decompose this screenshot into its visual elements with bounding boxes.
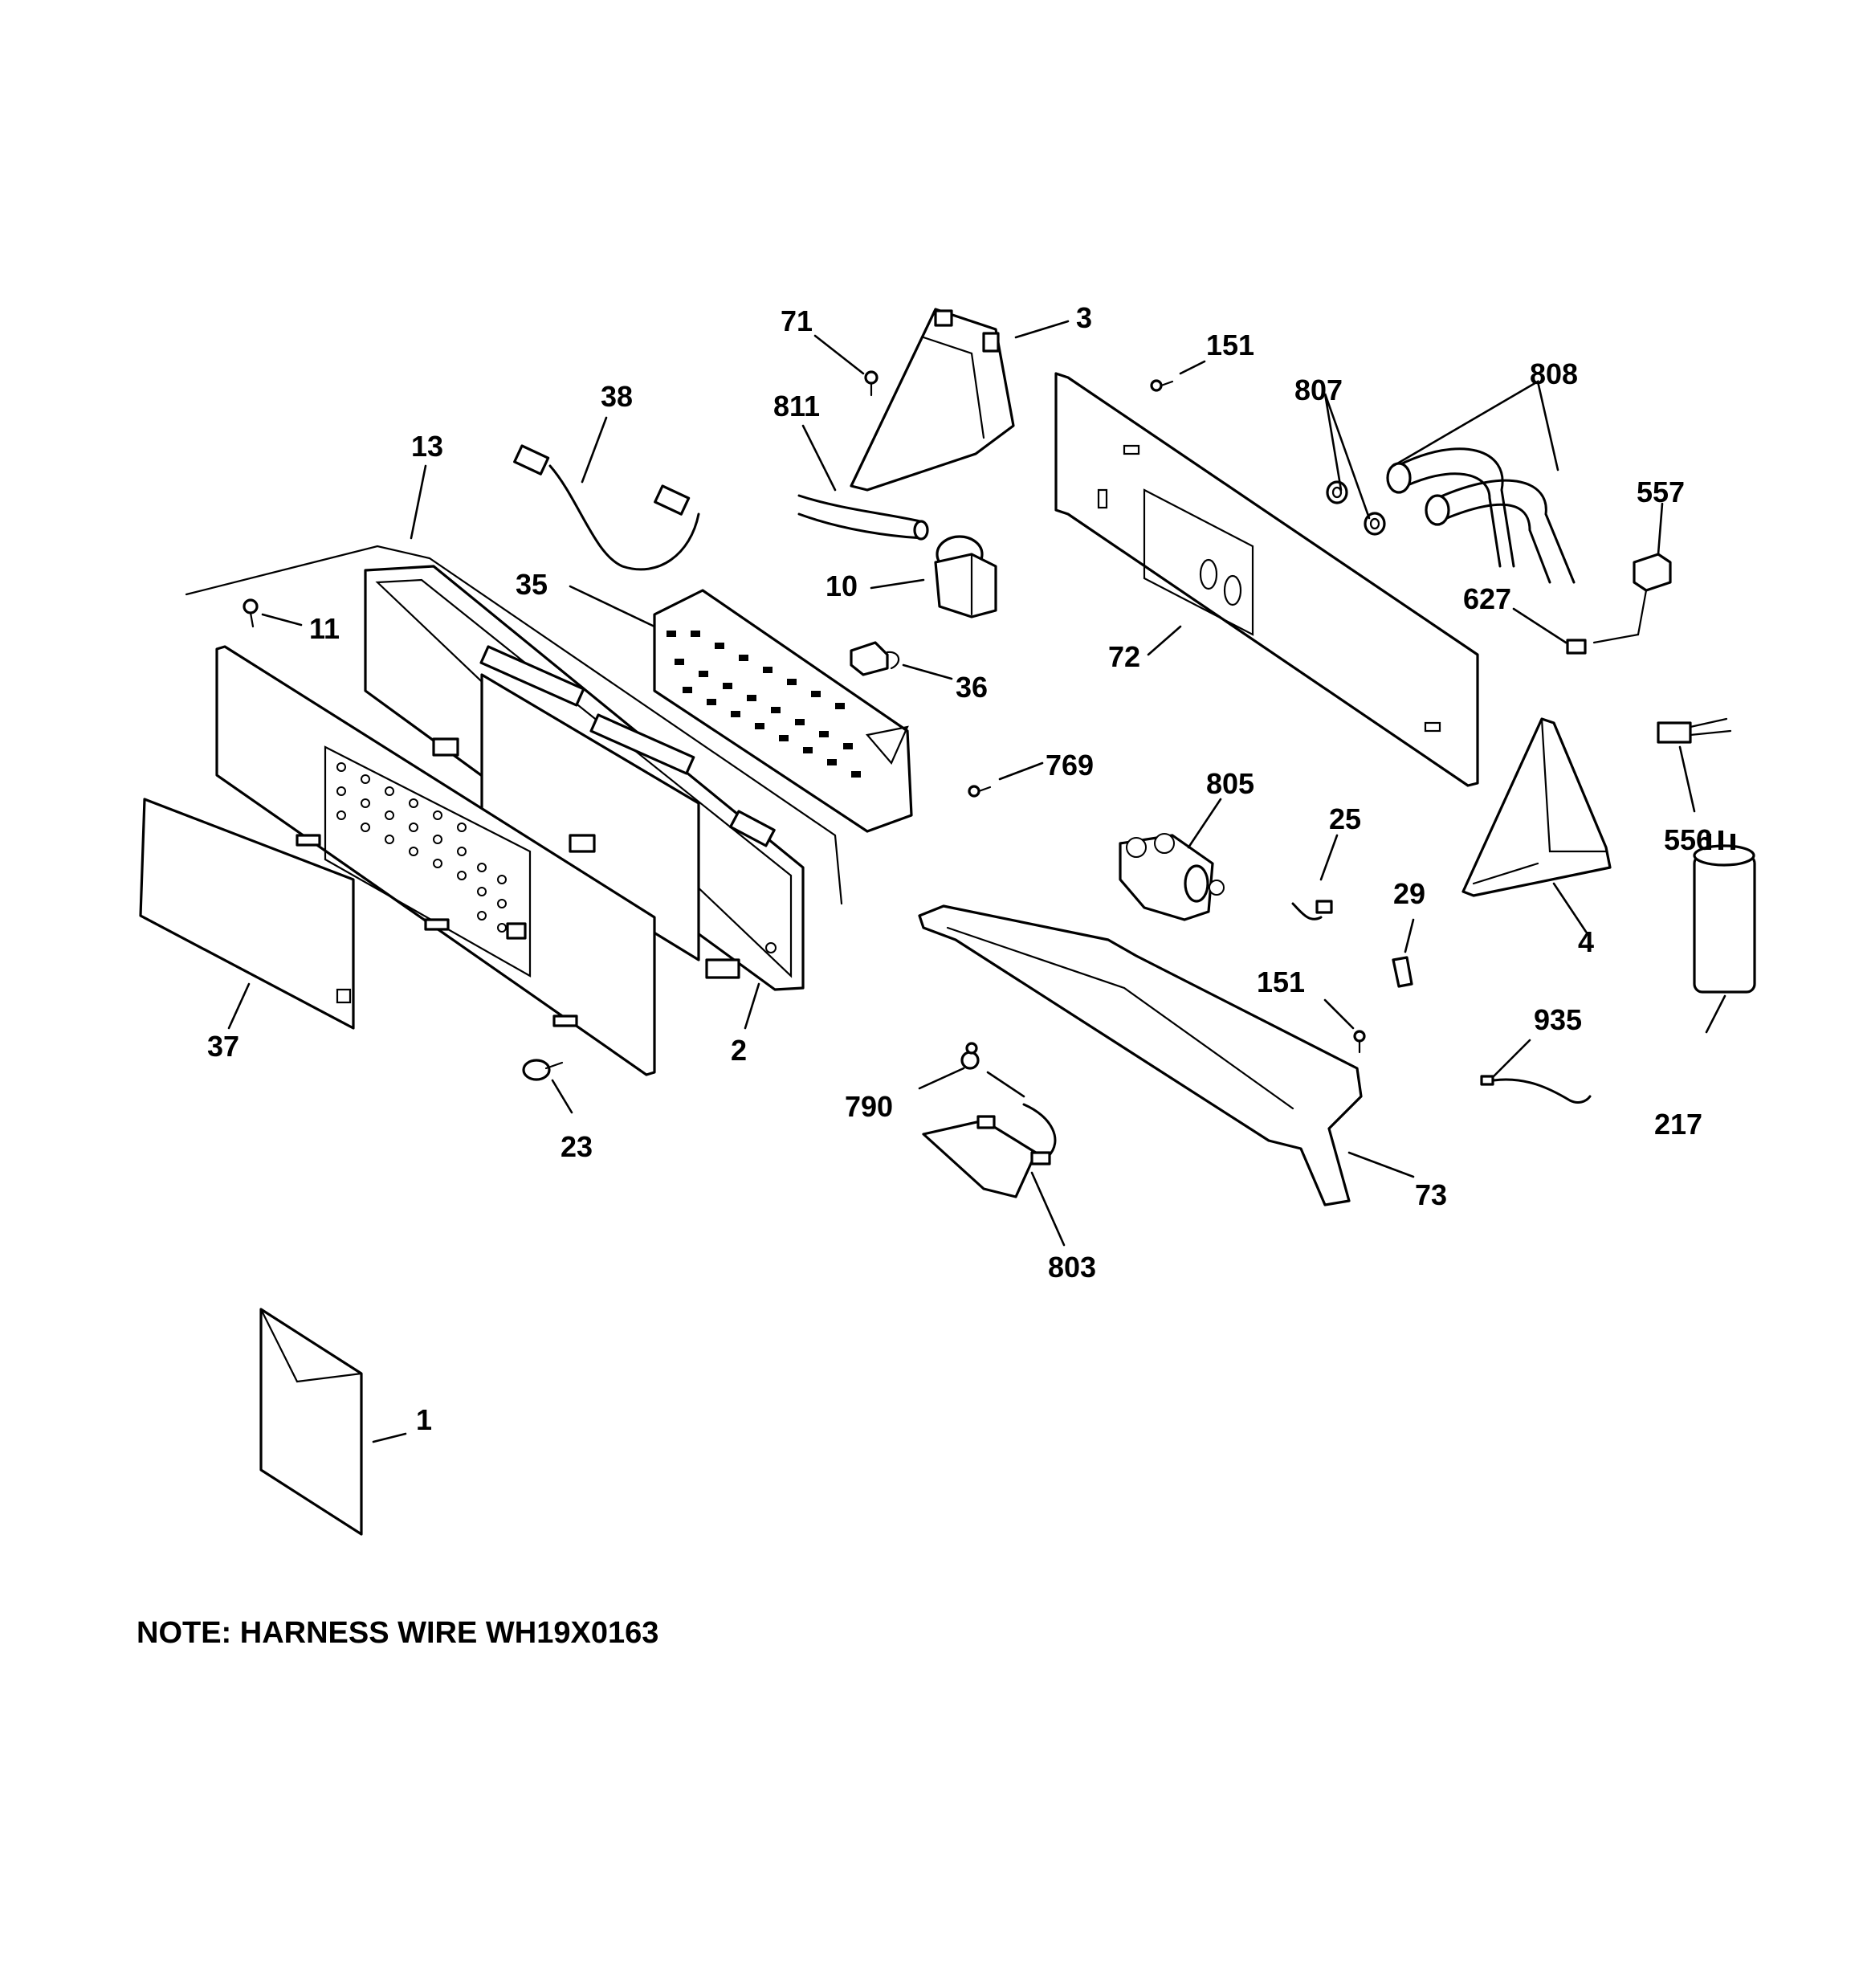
callout-labels: 13 38 35 11 37 2 23 1 811 71 3 10 36 72 … — [207, 301, 1712, 1436]
part-11-screw — [243, 598, 259, 628]
part-13-control-panel — [215, 645, 656, 1076]
callout-556: 556 — [1664, 823, 1712, 856]
callout-29: 29 — [1393, 877, 1425, 910]
callout-803: 803 — [1048, 1251, 1096, 1284]
callout-38: 38 — [601, 380, 633, 413]
part-935-wire — [1480, 1075, 1592, 1104]
part-151-screw-top — [1150, 379, 1174, 392]
part-769-screw — [968, 785, 992, 798]
part-37-control-overlay — [139, 798, 355, 1030]
part-36-switch — [850, 641, 900, 676]
callout-25: 25 — [1329, 802, 1361, 835]
part-73-mounting-bracket — [918, 904, 1363, 1206]
part-35-switch-holder — [653, 589, 913, 833]
callout-935: 935 — [1534, 1003, 1582, 1036]
callout-151-lower: 151 — [1257, 965, 1305, 998]
callout-11: 11 — [309, 612, 340, 645]
part-23-plug — [522, 1059, 564, 1081]
callout-151-top: 151 — [1206, 329, 1254, 361]
callout-37: 37 — [207, 1030, 239, 1063]
part-557-harness-connector — [1592, 553, 1672, 644]
callout-73: 73 — [1415, 1178, 1447, 1211]
callout-10: 10 — [826, 569, 858, 602]
callout-72: 72 — [1108, 640, 1140, 673]
part-811-hose — [797, 494, 929, 541]
harness-wire-note: NOTE: HARNESS WIRE WH19X0163 — [137, 1616, 658, 1650]
part-2-control-frame — [364, 565, 805, 991]
part-71-screw — [864, 370, 879, 397]
part-38-wire-harness — [513, 444, 700, 571]
part-25-ground-wire — [1291, 900, 1333, 921]
part-808-inlet-hoses — [1386, 447, 1576, 584]
part-805-water-valve — [1119, 833, 1225, 921]
callout-4: 4 — [1578, 925, 1594, 958]
part-1-literature-envelope — [259, 1308, 363, 1536]
callout-13: 13 — [411, 430, 443, 463]
callout-23: 23 — [561, 1130, 593, 1163]
callout-1: 1 — [416, 1403, 432, 1436]
part-790-clamp — [960, 1042, 980, 1070]
part-3-end-cap — [850, 308, 1015, 492]
part-13-console-frame-outline — [185, 545, 843, 905]
callout-36: 36 — [956, 671, 988, 704]
leader-lines — [227, 320, 1726, 1443]
callout-807: 807 — [1294, 374, 1343, 406]
callout-627: 627 — [1463, 582, 1511, 615]
callout-805: 805 — [1206, 767, 1254, 800]
callout-557: 557 — [1637, 476, 1685, 508]
part-803-duct-assembly — [922, 1103, 1057, 1198]
part-807-washers — [1326, 480, 1386, 536]
part-151-screw-lower — [1353, 1030, 1366, 1054]
callout-808: 808 — [1530, 357, 1578, 390]
callout-71: 71 — [781, 304, 813, 337]
callout-217: 217 — [1654, 1108, 1702, 1141]
part-29-clip — [1392, 956, 1413, 988]
callout-811: 811 — [773, 390, 820, 423]
callout-3: 3 — [1076, 301, 1092, 334]
part-4-end-cap — [1461, 717, 1612, 897]
part-627-connector — [1566, 639, 1587, 655]
part-556-connector — [1657, 717, 1732, 744]
part-72-rear-panel — [1054, 372, 1479, 787]
callout-2: 2 — [731, 1034, 747, 1067]
callout-790: 790 — [845, 1090, 893, 1123]
callout-769: 769 — [1046, 749, 1094, 782]
part-217-capacitor — [1693, 831, 1756, 994]
callout-35: 35 — [516, 568, 548, 601]
part-10-pressure-switch — [934, 535, 997, 618]
